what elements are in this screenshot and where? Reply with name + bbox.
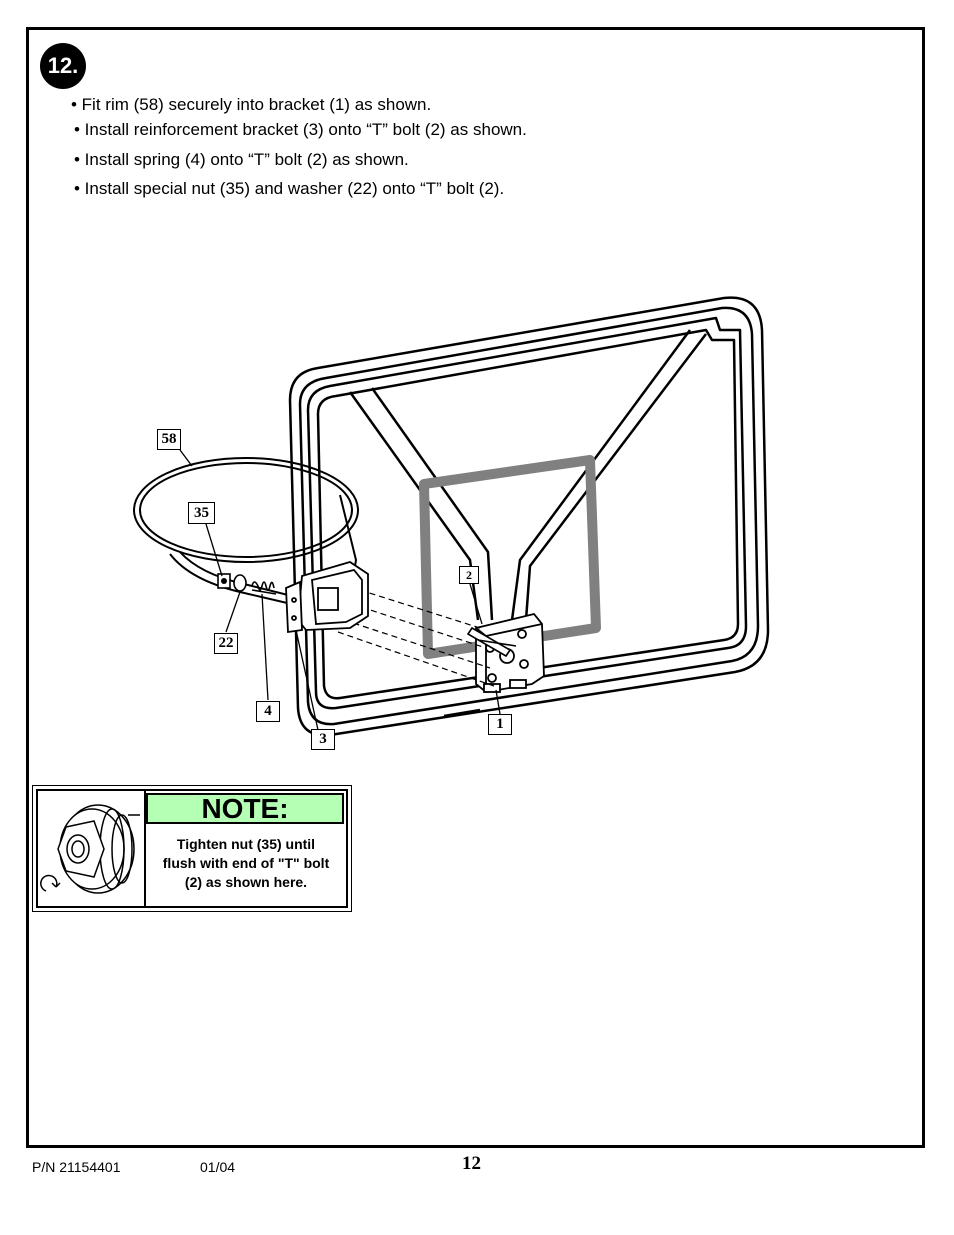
callout-35: 35 bbox=[188, 502, 215, 524]
special-nut bbox=[217, 573, 231, 589]
revision-date: 01/04 bbox=[200, 1159, 236, 1175]
alignment-lines bbox=[337, 589, 495, 687]
part-number: P/N 21154401 bbox=[32, 1159, 121, 1175]
instruction-4: • Install special nut (35) and washer (2… bbox=[74, 179, 505, 198]
callout-2: 2 bbox=[459, 566, 479, 584]
rim bbox=[133, 457, 359, 607]
instruction-2: • Install reinforcement bracket (3) onto… bbox=[74, 120, 527, 139]
callout-4: 4 bbox=[256, 701, 280, 722]
leader-lines bbox=[179, 449, 501, 731]
note-line-2: flush with end of "T" bolt bbox=[162, 855, 330, 871]
note-inner-frame: NOTE: Tighten nut (35) until flush with … bbox=[36, 789, 348, 908]
target-square bbox=[419, 455, 601, 659]
step-number-badge: 12. bbox=[40, 43, 86, 89]
callout-3: 3 bbox=[311, 729, 335, 750]
page-number: 12 bbox=[462, 1153, 481, 1174]
note-heading: NOTE: bbox=[146, 793, 344, 824]
rim-mount-plate bbox=[285, 561, 369, 634]
callout-22: 22 bbox=[214, 633, 238, 654]
t-bolt bbox=[466, 626, 517, 658]
nut-detail-illustration bbox=[38, 791, 146, 906]
page-frame bbox=[26, 27, 925, 1148]
spring bbox=[251, 581, 277, 595]
callout-1: 1 bbox=[488, 714, 512, 735]
instruction-3: • Install spring (4) onto “T” bolt (2) a… bbox=[74, 150, 409, 169]
callout-58: 58 bbox=[157, 429, 181, 450]
note-line-3: (2) as shown here. bbox=[184, 874, 308, 890]
note-line-1: Tighten nut (35) until bbox=[176, 836, 316, 852]
backboard bbox=[288, 296, 770, 737]
note-text: Tighten nut (35) until flush with end of… bbox=[148, 835, 344, 892]
mount-bracket bbox=[475, 612, 545, 693]
note-box: NOTE: Tighten nut (35) until flush with … bbox=[32, 785, 352, 912]
instruction-1: • Fit rim (58) securely into bracket (1)… bbox=[71, 95, 432, 114]
nut-detail-icon bbox=[40, 804, 140, 894]
washer bbox=[233, 574, 247, 592]
